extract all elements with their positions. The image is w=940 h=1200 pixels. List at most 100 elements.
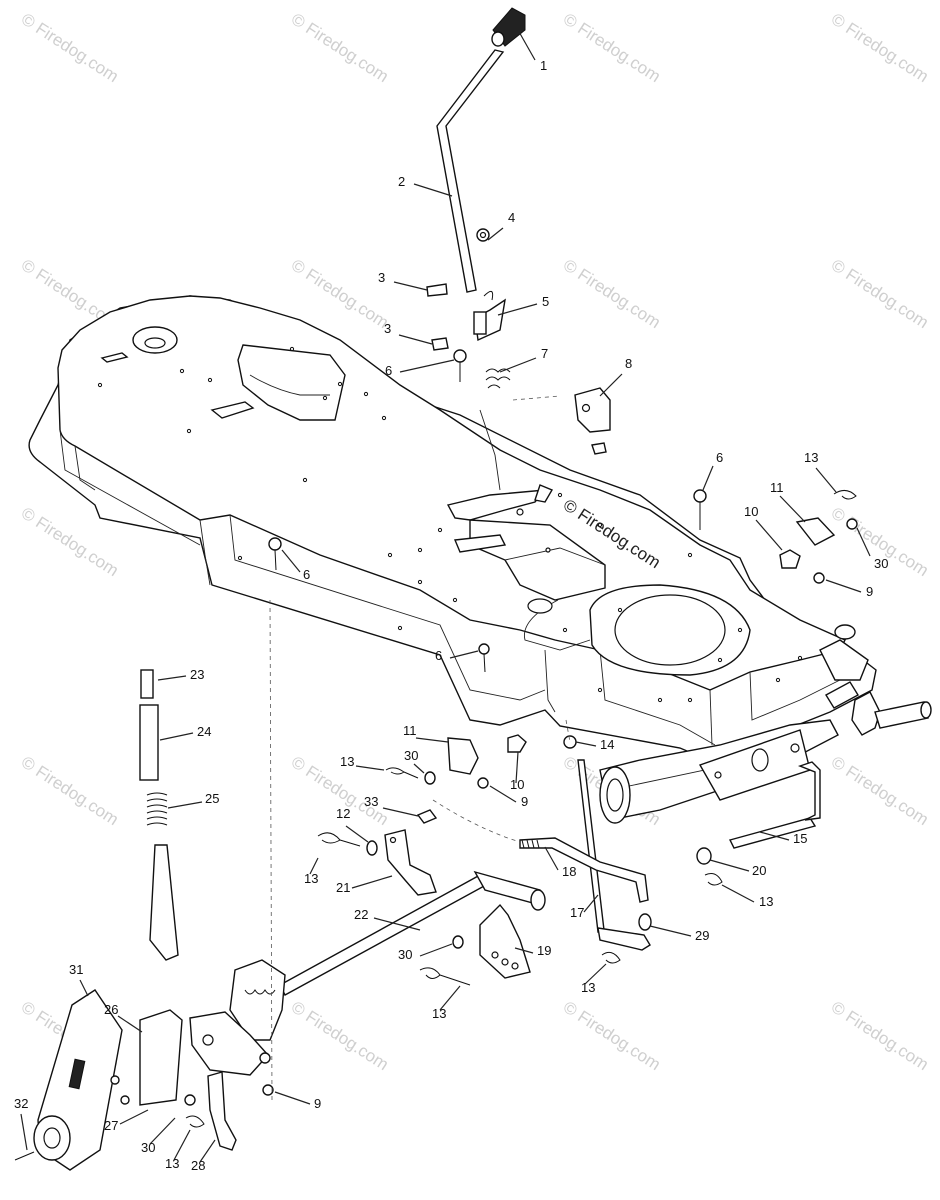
part-number-label: 8 — [625, 356, 632, 371]
part-number-label: 15 — [793, 831, 807, 846]
part-number-label: 6 — [303, 567, 310, 582]
callout-leader — [649, 925, 692, 937]
part-number-label: 6 — [385, 363, 392, 378]
callout-leader — [351, 875, 393, 889]
watermark-text: © Firedog.com — [288, 997, 392, 1074]
callout-leader — [415, 737, 449, 743]
alignment-lines — [269, 395, 571, 1101]
watermark-text: © Firedog.com — [288, 9, 392, 86]
callout-leader — [393, 281, 428, 291]
part-number-label: 13 — [804, 450, 818, 465]
part-number-label: 28 — [191, 1158, 205, 1173]
part-number-label: 11 — [403, 723, 417, 738]
callout-leader — [274, 1091, 311, 1105]
watermark-text: © Firedog.com — [828, 752, 932, 829]
part-number-label: 25 — [205, 791, 219, 806]
callout-leader — [373, 917, 421, 931]
callout-leader — [702, 465, 714, 491]
watermark-text: © Firedog.com — [18, 752, 122, 829]
callout-leader — [159, 732, 194, 741]
callout-leader — [119, 1109, 149, 1125]
watermark-text: © Firedog.com — [560, 997, 664, 1074]
callout-leader — [439, 985, 461, 1011]
part-number-label: 18 — [562, 864, 576, 879]
callout-leader — [815, 467, 837, 493]
part-number-label: 9 — [314, 1096, 321, 1111]
part-number-label: 6 — [716, 450, 723, 465]
watermark-text: © Firedog.com — [18, 9, 122, 86]
callout-leader — [487, 227, 504, 241]
clips-washers — [184, 734, 723, 1128]
callout-leader — [413, 183, 453, 197]
part-number-label: 1 — [540, 58, 547, 73]
part-number-label: 12 — [336, 806, 350, 821]
chassis-frame — [28, 295, 877, 766]
callout-leader — [398, 334, 433, 345]
callout-leader — [149, 1117, 176, 1145]
callout-leader — [167, 801, 203, 809]
front-axle-assembly — [599, 624, 932, 824]
part-number-label: 21 — [336, 880, 350, 895]
part-number-label: 4 — [508, 210, 515, 225]
watermark-text: © Firedog.com — [828, 255, 932, 332]
part-number-label: 7 — [541, 346, 548, 361]
part-number-label: 24 — [197, 724, 211, 739]
part-number-label: 30 — [398, 947, 412, 962]
part-number-label: 13 — [432, 1006, 446, 1021]
part-number-label: 10 — [510, 777, 524, 792]
frame-holes — [97, 346, 803, 703]
callout-leader — [355, 765, 385, 771]
callout-leader — [583, 894, 599, 913]
part-number-label: 3 — [384, 321, 391, 336]
callout-leader — [157, 675, 187, 681]
part-number-label: 9 — [521, 794, 528, 809]
part-number-label: 22 — [354, 907, 368, 922]
part-number-label: 17 — [570, 905, 584, 920]
callout-leader — [345, 825, 369, 843]
lift-lever-parts — [14, 669, 183, 1171]
part-number-label: 30 — [141, 1140, 155, 1155]
callout-leader — [489, 785, 517, 803]
part-number-label: 31 — [69, 962, 83, 977]
callout-leader — [79, 979, 89, 997]
watermark-text: © Firedog.com — [828, 997, 932, 1074]
part-number-label: 20 — [752, 863, 766, 878]
callout-leader — [825, 579, 862, 593]
callout-leader — [759, 831, 790, 841]
callout-leader — [117, 1015, 143, 1033]
part-number-label: 13 — [581, 980, 595, 995]
callout-leader — [856, 527, 871, 557]
part-number-label: 26 — [104, 1002, 118, 1017]
part-number-label: 30 — [874, 556, 888, 571]
callout-leader — [173, 1129, 191, 1161]
lift-shaft-parts — [189, 809, 546, 1151]
part-number-label: 13 — [165, 1156, 179, 1171]
right-hardware — [268, 489, 858, 673]
part-number-label: 13 — [304, 871, 318, 886]
part-number-label: 23 — [190, 667, 204, 682]
part-number-label: 27 — [104, 1118, 118, 1133]
callout-leader — [517, 29, 536, 61]
part-number-label: 29 — [695, 928, 709, 943]
callout-leader — [419, 943, 453, 957]
callout-leader — [599, 373, 623, 397]
part-number-label: 30 — [404, 748, 418, 763]
callout-leader — [399, 359, 455, 373]
part-number-label: 6 — [435, 648, 442, 663]
callout-leader — [515, 751, 519, 784]
callout-leader — [20, 1113, 28, 1151]
part-number-label: 3 — [378, 270, 385, 285]
part-number-label: 33 — [364, 794, 378, 809]
part-number-label: 2 — [398, 174, 405, 189]
callout-leader — [709, 859, 750, 872]
part-number-label: 10 — [744, 504, 758, 519]
watermark-text: © Firedog.com — [560, 9, 664, 86]
watermark-text: © Firedog.com — [560, 255, 664, 332]
callout-leader — [755, 519, 783, 551]
part-number-label: 9 — [866, 584, 873, 599]
callout-leader — [199, 1139, 216, 1163]
watermark-text: © Firedog.com — [288, 255, 392, 332]
part-number-label: 5 — [542, 294, 549, 309]
